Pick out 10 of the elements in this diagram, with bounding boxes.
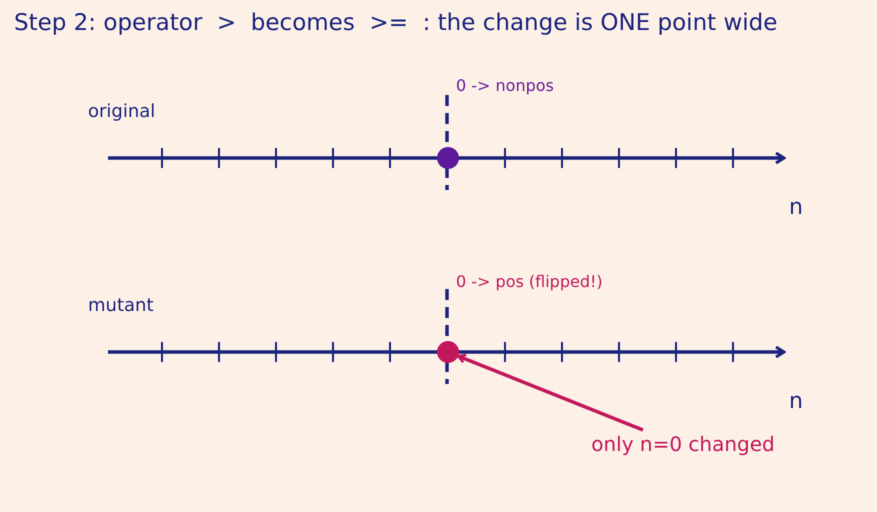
axis-label: original (88, 101, 156, 122)
point-marker (437, 341, 459, 363)
point-annotation: 0 -> nonpos (456, 76, 554, 95)
callout-text: only n=0 changed (583, 430, 783, 458)
axis-variable-label: n (789, 195, 803, 220)
point-annotation: 0 -> pos (flipped!) (456, 272, 603, 291)
axis-variable-label: n (789, 389, 803, 414)
title: Step 2: operator > becomes >= : the change is ONE point wide (14, 10, 778, 36)
axis-label: mutant (88, 295, 154, 316)
arrow (456, 354, 644, 432)
